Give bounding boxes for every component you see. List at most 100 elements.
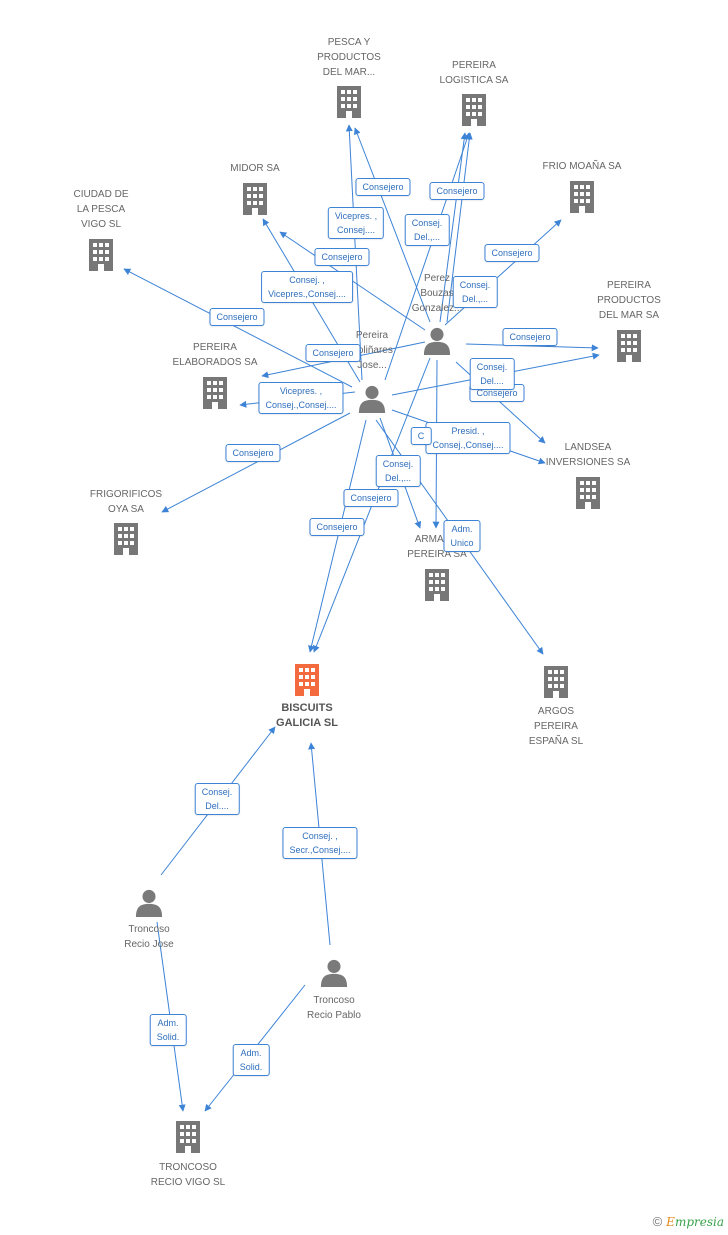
company-building-icon[interactable]: [114, 523, 138, 555]
person-icon[interactable]: [358, 385, 386, 413]
edge-role-label[interactable]: Consejero: [225, 444, 281, 462]
company-building-icon[interactable]: [462, 94, 486, 126]
edge-role-label[interactable]: Adm. Unico: [443, 520, 481, 552]
edge-line: [384, 132, 471, 381]
company-building-icon[interactable]: [243, 183, 267, 215]
edge-role-label[interactable]: Consej.Del.,...: [452, 276, 498, 308]
label-line: ELABORADOS SA: [172, 357, 258, 368]
edge-role-text: Consejero: [476, 388, 518, 398]
edge-role-text: Consejero: [321, 252, 363, 262]
edge-line: [446, 132, 473, 323]
company-building-icon[interactable]: [337, 86, 361, 118]
edge-role-text: Unico: [450, 538, 474, 548]
edge-role-text: Consej.: [411, 218, 443, 228]
edge-role-label[interactable]: Consej.Del.,...: [375, 455, 421, 487]
company-building-icon[interactable]: [425, 569, 449, 601]
company-building-icon[interactable]: [203, 377, 227, 409]
label-line: Soliñares: [351, 345, 393, 356]
edge-role-label[interactable]: Vicepres. ,Consej.,Consej....: [258, 382, 344, 414]
edge-role-text: Vicepres. ,: [334, 211, 378, 221]
edge-role-label[interactable]: C: [410, 427, 432, 445]
edge-role-label[interactable]: Consej. ,Vicepres.,Consej....: [261, 271, 353, 303]
edge-role-text: C: [417, 431, 425, 441]
edge-role-text: Consejero: [312, 348, 354, 358]
label-line: TRONCOSO: [159, 1162, 217, 1173]
edge-role-label[interactable]: Consejero: [209, 308, 265, 326]
edge-role-label[interactable]: Presid. ,Consej.,Consej....: [425, 422, 511, 454]
company-building-icon[interactable]: [176, 1121, 200, 1153]
person-icon[interactable]: [320, 959, 348, 987]
edge-role-label[interactable]: Adm.Solid.: [232, 1044, 270, 1076]
label-line: ARMAD...: [414, 534, 460, 545]
edge-role-label[interactable]: Vicepres. , Consej....: [327, 207, 385, 239]
edge-role-label[interactable]: Consejero: [305, 344, 361, 362]
footer-brand: ©Empresia: [653, 1214, 724, 1229]
edge-role-label[interactable]: Consejero: [314, 248, 370, 266]
edges-layer: [123, 124, 600, 1112]
edge-role-text: Consejero: [491, 248, 533, 258]
edge-role-text: Consej.: [476, 362, 508, 372]
company-building-icon[interactable]: [617, 330, 641, 362]
edge-role-label[interactable]: Consejero: [502, 328, 558, 346]
company-label[interactable]: TRONCOSO RECIO VIGO SL: [151, 1160, 225, 1190]
edge-role-label[interactable]: Consejero: [429, 182, 485, 200]
edge-role-label[interactable]: Consejero: [343, 489, 399, 507]
edge-role-text: Consej....: [336, 225, 376, 235]
person-icon[interactable]: [423, 327, 451, 355]
company-label[interactable]: FRIO MOAÑA SA: [543, 159, 622, 174]
edge-role-text: Adm.: [451, 524, 473, 534]
edge-role-label[interactable]: Consejero: [355, 178, 411, 196]
edge-role-label[interactable]: Adm.Solid.: [149, 1014, 187, 1046]
edge-role-text: Del.,...: [413, 232, 441, 242]
label-line: Bouzas: [420, 288, 454, 299]
edge-role-text: Consej.: [382, 459, 414, 469]
label-line: ESPAÑA SL: [528, 736, 584, 747]
nodes-layer: [89, 86, 641, 1153]
edge-role-text: Solid.: [156, 1032, 180, 1042]
edge-role-text: Consej.,Consej....: [432, 440, 504, 450]
edge-role-label[interactable]: Consejero: [309, 518, 365, 536]
label-line: FRIO MOAÑA SA: [542, 161, 622, 172]
person-icon[interactable]: [135, 889, 163, 917]
edge-role-text: Consej. ,: [289, 275, 325, 285]
label-line: LA PESCA: [76, 204, 126, 215]
label-line: RECIO VIGO SL: [150, 1177, 226, 1188]
company-building-icon[interactable]: [89, 239, 113, 271]
edge-line: [354, 127, 431, 323]
company-building-icon[interactable]: [544, 666, 568, 698]
company-label[interactable]: ARMAD...PEREIRA SA: [407, 532, 466, 562]
company-building-icon[interactable]: [576, 477, 600, 509]
edge-role-label[interactable]: Consej. ,Secr.,Consej....: [282, 827, 358, 859]
edge-line: [439, 132, 468, 323]
main-company-building-icon[interactable]: [295, 664, 319, 696]
company-building-icon[interactable]: [570, 181, 594, 213]
empresia-logo: Empresia: [666, 1215, 724, 1229]
label-line: DEL MAR...: [322, 67, 376, 78]
edge-role-text: Adm.: [240, 1048, 262, 1058]
label-line: MIDOR SA: [230, 163, 280, 174]
edge-role-text: Consejero: [436, 186, 478, 196]
edge-role-text: Del....: [205, 801, 229, 811]
edge-role-label[interactable]: Consej. Del.,...: [404, 214, 450, 246]
label-line: INVERSIONES SA: [545, 457, 631, 468]
company-label[interactable]: MIDOR SA: [230, 161, 279, 176]
label-line: PEREIRA: [534, 721, 578, 732]
edge-role-label[interactable]: Consejero: [484, 244, 540, 262]
edge-line: [123, 268, 353, 388]
edge-role-label[interactable]: Consej.Del....: [469, 358, 515, 390]
edge-role-text: Consej.: [201, 787, 233, 797]
edge-role-label[interactable]: Consej. Del....: [194, 783, 240, 815]
